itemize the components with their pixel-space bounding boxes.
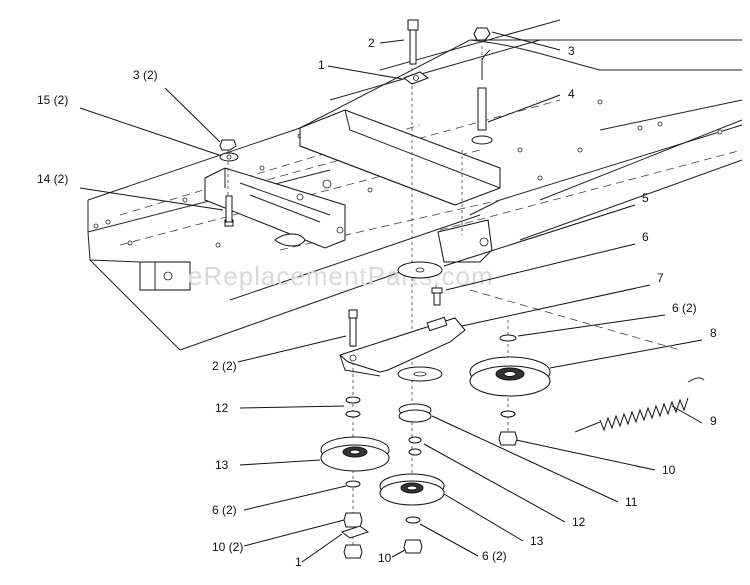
callout-c-15-2: 15 (2) xyxy=(37,93,68,107)
callout-labels: 2 3 1 3 (2) 4 15 (2) 14 (2) 5 6 7 6 (2) 8 2 (2) 12 9 13… xyxy=(37,36,717,569)
callout-c-6-2-right: 6 (2) xyxy=(672,301,697,315)
callout-c-3-2: 3 (2) xyxy=(133,68,158,82)
callout-c-11: 11 xyxy=(625,495,638,509)
callout-c-6-2-bottom: 6 (2) xyxy=(482,549,507,563)
callout-c-6: 6 xyxy=(642,230,649,244)
spring xyxy=(574,377,705,433)
callout-c-5: 5 xyxy=(642,191,649,205)
callout-c-6-2-left: 6 (2) xyxy=(212,503,237,517)
mounting-bracket xyxy=(139,109,501,291)
idler-plate xyxy=(339,261,466,382)
callout-c-10-2: 10 (2) xyxy=(212,540,243,554)
right-pulley-stack xyxy=(469,334,551,446)
hardware-left xyxy=(219,139,239,227)
assembly-lines xyxy=(227,40,509,560)
callout-c-13-left: 13 xyxy=(215,458,229,472)
callout-c-2-top: 2 xyxy=(368,36,375,50)
callout-c-1-bottom: 1 xyxy=(295,555,302,569)
callout-c-14-2: 14 (2) xyxy=(37,172,68,186)
callout-c-13-bottom: 13 xyxy=(530,534,544,548)
callout-c-1-top: 1 xyxy=(318,58,325,72)
center-pulley-stack xyxy=(379,403,445,554)
callout-c-10-right: 10 xyxy=(662,463,676,477)
leader-lines xyxy=(79,31,703,563)
left-pulley-stack xyxy=(320,396,390,559)
callout-c-2-2: 2 (2) xyxy=(212,359,237,373)
watermark-text: eReplacementParts.com xyxy=(188,261,494,291)
callout-c-12-bottom: 12 xyxy=(572,515,586,529)
hardware-top xyxy=(402,19,493,145)
callout-c-7: 7 xyxy=(657,271,664,285)
callout-c-10-bottom: 10 xyxy=(378,551,392,565)
callout-c-3-top: 3 xyxy=(568,44,575,58)
callout-c-9: 9 xyxy=(710,414,717,428)
callout-c-8: 8 xyxy=(710,326,717,340)
callout-c-12-left: 12 xyxy=(215,401,229,415)
callout-c-4: 4 xyxy=(568,87,575,101)
